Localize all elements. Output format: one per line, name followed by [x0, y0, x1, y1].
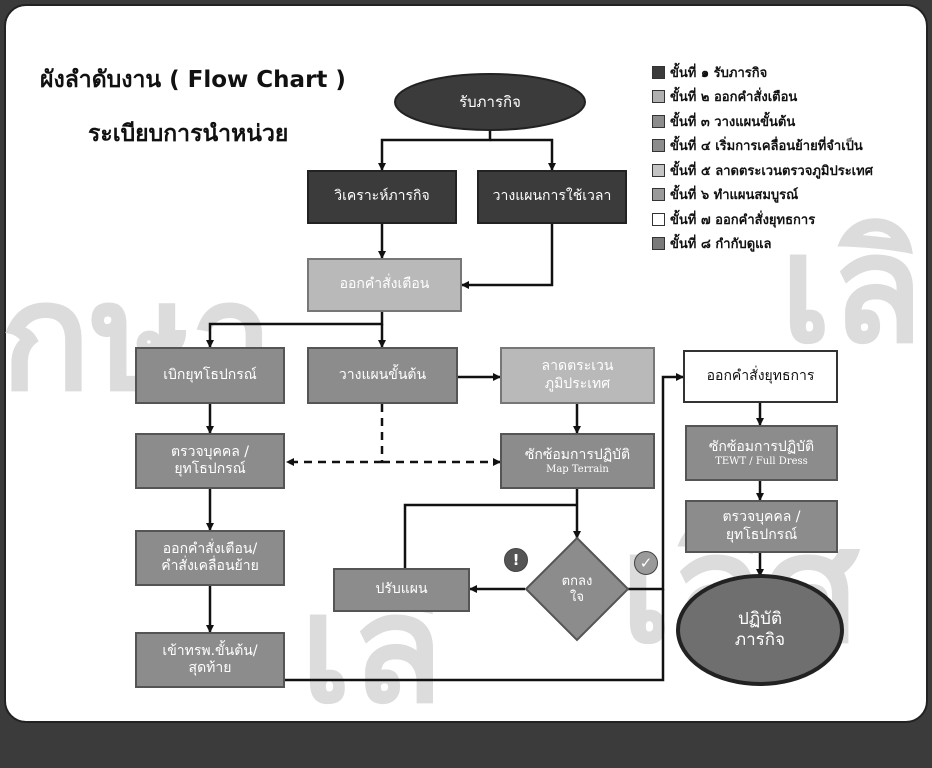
edge-timeplan-warning	[461, 224, 554, 289]
start-ellipse	[394, 73, 586, 131]
node-label: รับภารกิจ	[459, 92, 521, 111]
page-title: ผังลำดับงาน ( Flow Chart )	[40, 67, 346, 93]
node-label-line2: ยุทโธปกรณ์	[725, 526, 798, 543]
node-label: ออกคำสั่งยุทธการ	[706, 367, 815, 384]
node-label-line1: ลาดตระเวน	[541, 358, 614, 374]
node-label: ปรับแผน	[375, 581, 428, 598]
node-warning: ออกคำสั่งเตือน	[307, 258, 462, 312]
node-label-line1: ตรวจบุคคล /	[170, 443, 250, 460]
legend-swatch	[652, 188, 665, 201]
node-label: เบิกยุทโธปกรณ์	[163, 366, 257, 383]
node-label-line1: ออกคำสั่งเตือน/	[162, 540, 258, 557]
reject-icon: !	[504, 548, 528, 572]
legend-swatch	[652, 139, 665, 152]
node-label: วางแผนการใช้เวลา	[492, 188, 612, 205]
legend-item: ขั้นที่ ๗ ออกคำสั่งยุทธการ	[652, 210, 815, 228]
node-warning-2: ออกคำสั่งเตือน/ คำสั่งเคลื่อนย้าย	[135, 530, 285, 586]
legend-label: ขั้นที่ ๘ กำกับดูแล	[670, 237, 772, 252]
edge-warning-split	[206, 312, 384, 348]
edge-adjust-loop	[403, 503, 577, 568]
legend-label: ขั้นที่ ๖ ทำแผนสมบูรณ์	[670, 188, 799, 203]
node-label: ซักซ้อมการปฏิบัติ	[524, 446, 631, 463]
node-rehearse-1: ซักซ้อมการปฏิบัติ Map Terrain	[500, 433, 655, 489]
node-rehearse-2: ซักซ้อมการปฏิบัติ TEWT / Full Dress	[685, 425, 838, 481]
node-label-line2: ใจ	[570, 590, 584, 605]
node-label: ออกคำสั่งเตือน	[339, 276, 430, 293]
edge-decision-opord	[628, 373, 684, 591]
node-enter: เข้าทรพ.ขั้นต้น/ สุดท้าย	[135, 632, 285, 688]
node-opord: ออกคำสั่งยุทธการ	[683, 350, 838, 403]
node-adjust: ปรับแผน	[333, 568, 470, 612]
node-label: ซักซ้อมการปฏิบัติ	[708, 438, 815, 455]
node-initial-plan: วางแผนขั้นต้น	[307, 347, 458, 404]
node-sublabel: Map Terrain	[546, 464, 609, 476]
legend-label: ขั้นที่ ๔ เริ่มการเคลื่อนย้ายที่จำเป็น	[670, 139, 863, 154]
flow-connectors	[206, 73, 844, 686]
node-label-line2: ยุทโธปกรณ์	[174, 461, 246, 477]
node-label-line2: ภูมิประเทศ	[544, 375, 611, 392]
legend-label: ขั้นที่ ๒ ออกคำสั่งเตือน	[670, 90, 798, 105]
node-check-2: ตรวจบุคคล / ยุทโธปกรณ์	[685, 500, 838, 553]
node-label-line2: สุดท้าย	[188, 660, 232, 676]
node-label: วางแผนขั้นต้น	[338, 366, 427, 383]
node-sublabel: TEWT / Full Dress	[715, 456, 808, 468]
legend-label: ขั้นที่ ๑ รับภารกิจ	[670, 65, 768, 81]
legend-item: ขั้นที่ ๘ กำกับดูแล	[652, 235, 772, 253]
legend-swatch	[652, 163, 665, 177]
legend-swatch	[652, 65, 665, 79]
edge-start-analyze	[378, 128, 492, 171]
legend-label: ขั้นที่ ๗ ออกคำสั่งยุทธการ	[670, 212, 816, 228]
node-start: รับภารกิจ	[400, 80, 580, 124]
legend-label: ขั้นที่ ๓ วางแผนขั้นต้น	[670, 114, 796, 130]
edge-enter-execute	[285, 589, 665, 682]
node-label-line2: คำสั่งเคลื่อนย้าย	[161, 558, 259, 574]
node-execute: ปฏิบัติ ภารกิจ	[690, 590, 830, 670]
legend-swatch	[652, 114, 665, 128]
node-label-line1: ตกลง	[561, 573, 593, 589]
node-label-line1: เข้าทรพ.ขั้นต้น/	[162, 642, 258, 659]
legend-label: ขั้นที่ ๕ ลาดตระเวนตรวจภูมิประเทศ	[670, 163, 873, 179]
legend-item: ขั้นที่ ๑ รับภารกิจ	[652, 63, 767, 81]
legend-item: ขั้นที่ ๓ วางแผนขั้นต้น	[652, 112, 795, 130]
node-check-1: ตรวจบุคคล / ยุทโธปกรณ์	[135, 433, 285, 489]
legend-swatch	[652, 237, 665, 250]
legend-item: ขั้นที่ ๕ ลาดตระเวนตรวจภูมิประเทศ	[652, 161, 873, 179]
node-label-line2: ภารกิจ	[734, 630, 786, 650]
node-label-line1: ปฏิบัติ	[737, 608, 783, 629]
decision-diamond	[524, 536, 630, 642]
node-label: วิเคราะห์ภารกิจ	[334, 188, 430, 205]
execute-ellipse	[676, 574, 844, 686]
legend-swatch	[652, 212, 665, 226]
legend-item: ขั้นที่ ๖ ทำแผนสมบูรณ์	[652, 186, 798, 204]
legend-item: ขั้นที่ ๔ เริ่มการเคลื่อนย้ายที่จำเป็น	[652, 137, 863, 155]
legend-swatch	[652, 90, 665, 103]
page-subtitle: ระเบียบการนำหน่วย	[88, 121, 289, 147]
node-draw-equipment: เบิกยุทโธปกรณ์	[135, 347, 285, 404]
accept-icon: ✓	[634, 551, 658, 575]
node-label-line1: ตรวจบุคคล /	[722, 509, 801, 525]
edge-start-timeplan	[490, 138, 556, 171]
node-recon: ลาดตระเวน ภูมิประเทศ	[500, 347, 655, 404]
node-analyze: วิเคราะห์ภารกิจ	[307, 170, 457, 224]
node-decision: ตกลง ใจ	[546, 568, 608, 612]
legend-item: ขั้นที่ ๒ ออกคำสั่งเตือน	[652, 88, 797, 106]
node-timeplan: วางแผนการใช้เวลา	[477, 170, 627, 224]
